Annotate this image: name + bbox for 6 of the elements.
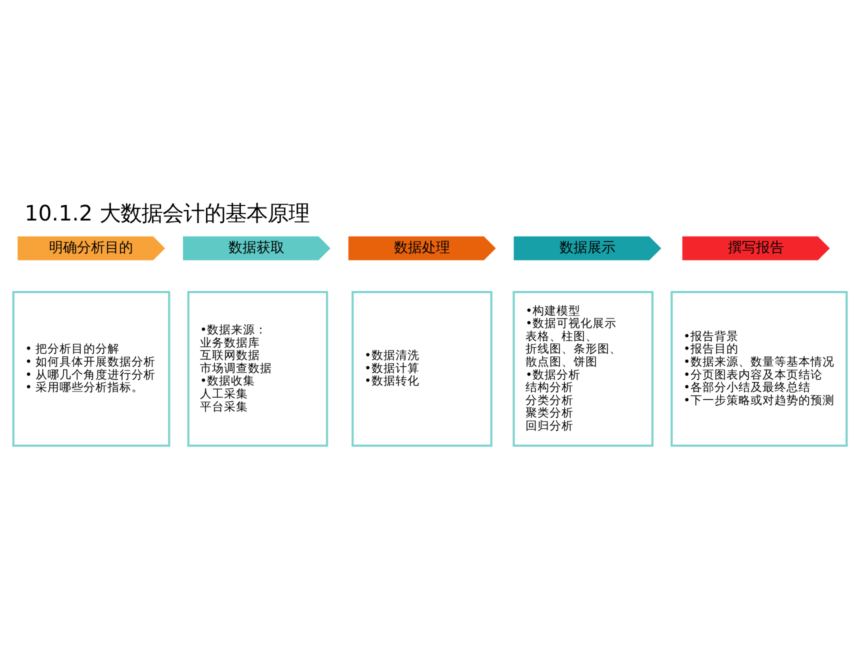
diagram-title: 10.1.2 大数据会计的基本原理 xyxy=(24,202,310,227)
node-box: •数据清洗 •数据计算 •数据转化 xyxy=(352,291,492,447)
node-box: • 把分析目的分解 • 如何具体开展数据分析 • 从哪几个角度进行分析 • 采用哪些分析指标。 xyxy=(12,291,170,447)
node-box: •构建模型 •数据可视化展示 表格、柱图、 折线图、条形图、 散点图、饼图 •数据分析 结构分析 分类分析 聚类分析 回归分析 xyxy=(512,291,654,447)
node-box: •数据来源： 业务数据库 互联网数据 市场调查数据 •数据收集 人工采集 平台采集 xyxy=(187,291,328,447)
node-box: •报告背景 •报告目的 •数据来源、数量等基本情况 •分页图表内容及本页结论 •各部分小结及最终总结 •下一步策略或对趋势的预测 xyxy=(670,291,848,447)
